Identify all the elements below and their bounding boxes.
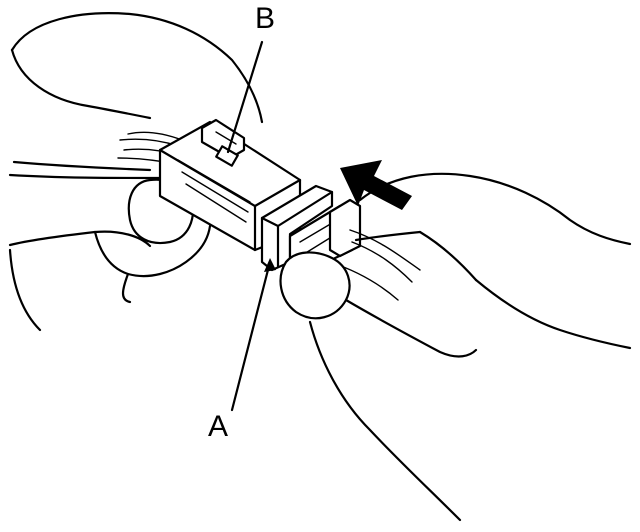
leader-line-a [230,260,272,412]
leader-line-b [226,40,264,154]
connector-housing-male [260,184,362,272]
right-hand [279,172,632,522]
leader-arrowhead-a [264,258,276,272]
label-a: A [208,410,229,443]
label-b: B [255,2,276,35]
arrow-icon [340,160,412,210]
